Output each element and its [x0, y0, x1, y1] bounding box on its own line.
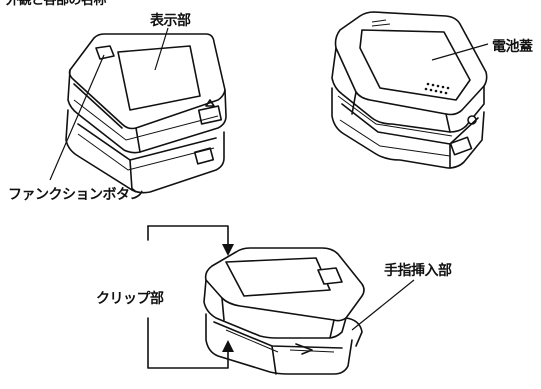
vent-dots	[424, 82, 450, 95]
label-battery-cover: 電池蓋	[492, 39, 533, 55]
label-clip: クリップ部	[96, 291, 164, 307]
header-fragment: 外観と各部の名称	[6, 0, 107, 8]
label-function-button: ファンクションボタン	[8, 187, 144, 203]
clip-bracket	[147, 225, 234, 369]
label-finger-insert: 手指挿入部	[384, 263, 452, 279]
label-display: 表示部	[150, 13, 191, 29]
device-rear-view	[331, 11, 488, 169]
device-clip-view	[203, 247, 365, 375]
device-front-view	[65, 33, 227, 194]
